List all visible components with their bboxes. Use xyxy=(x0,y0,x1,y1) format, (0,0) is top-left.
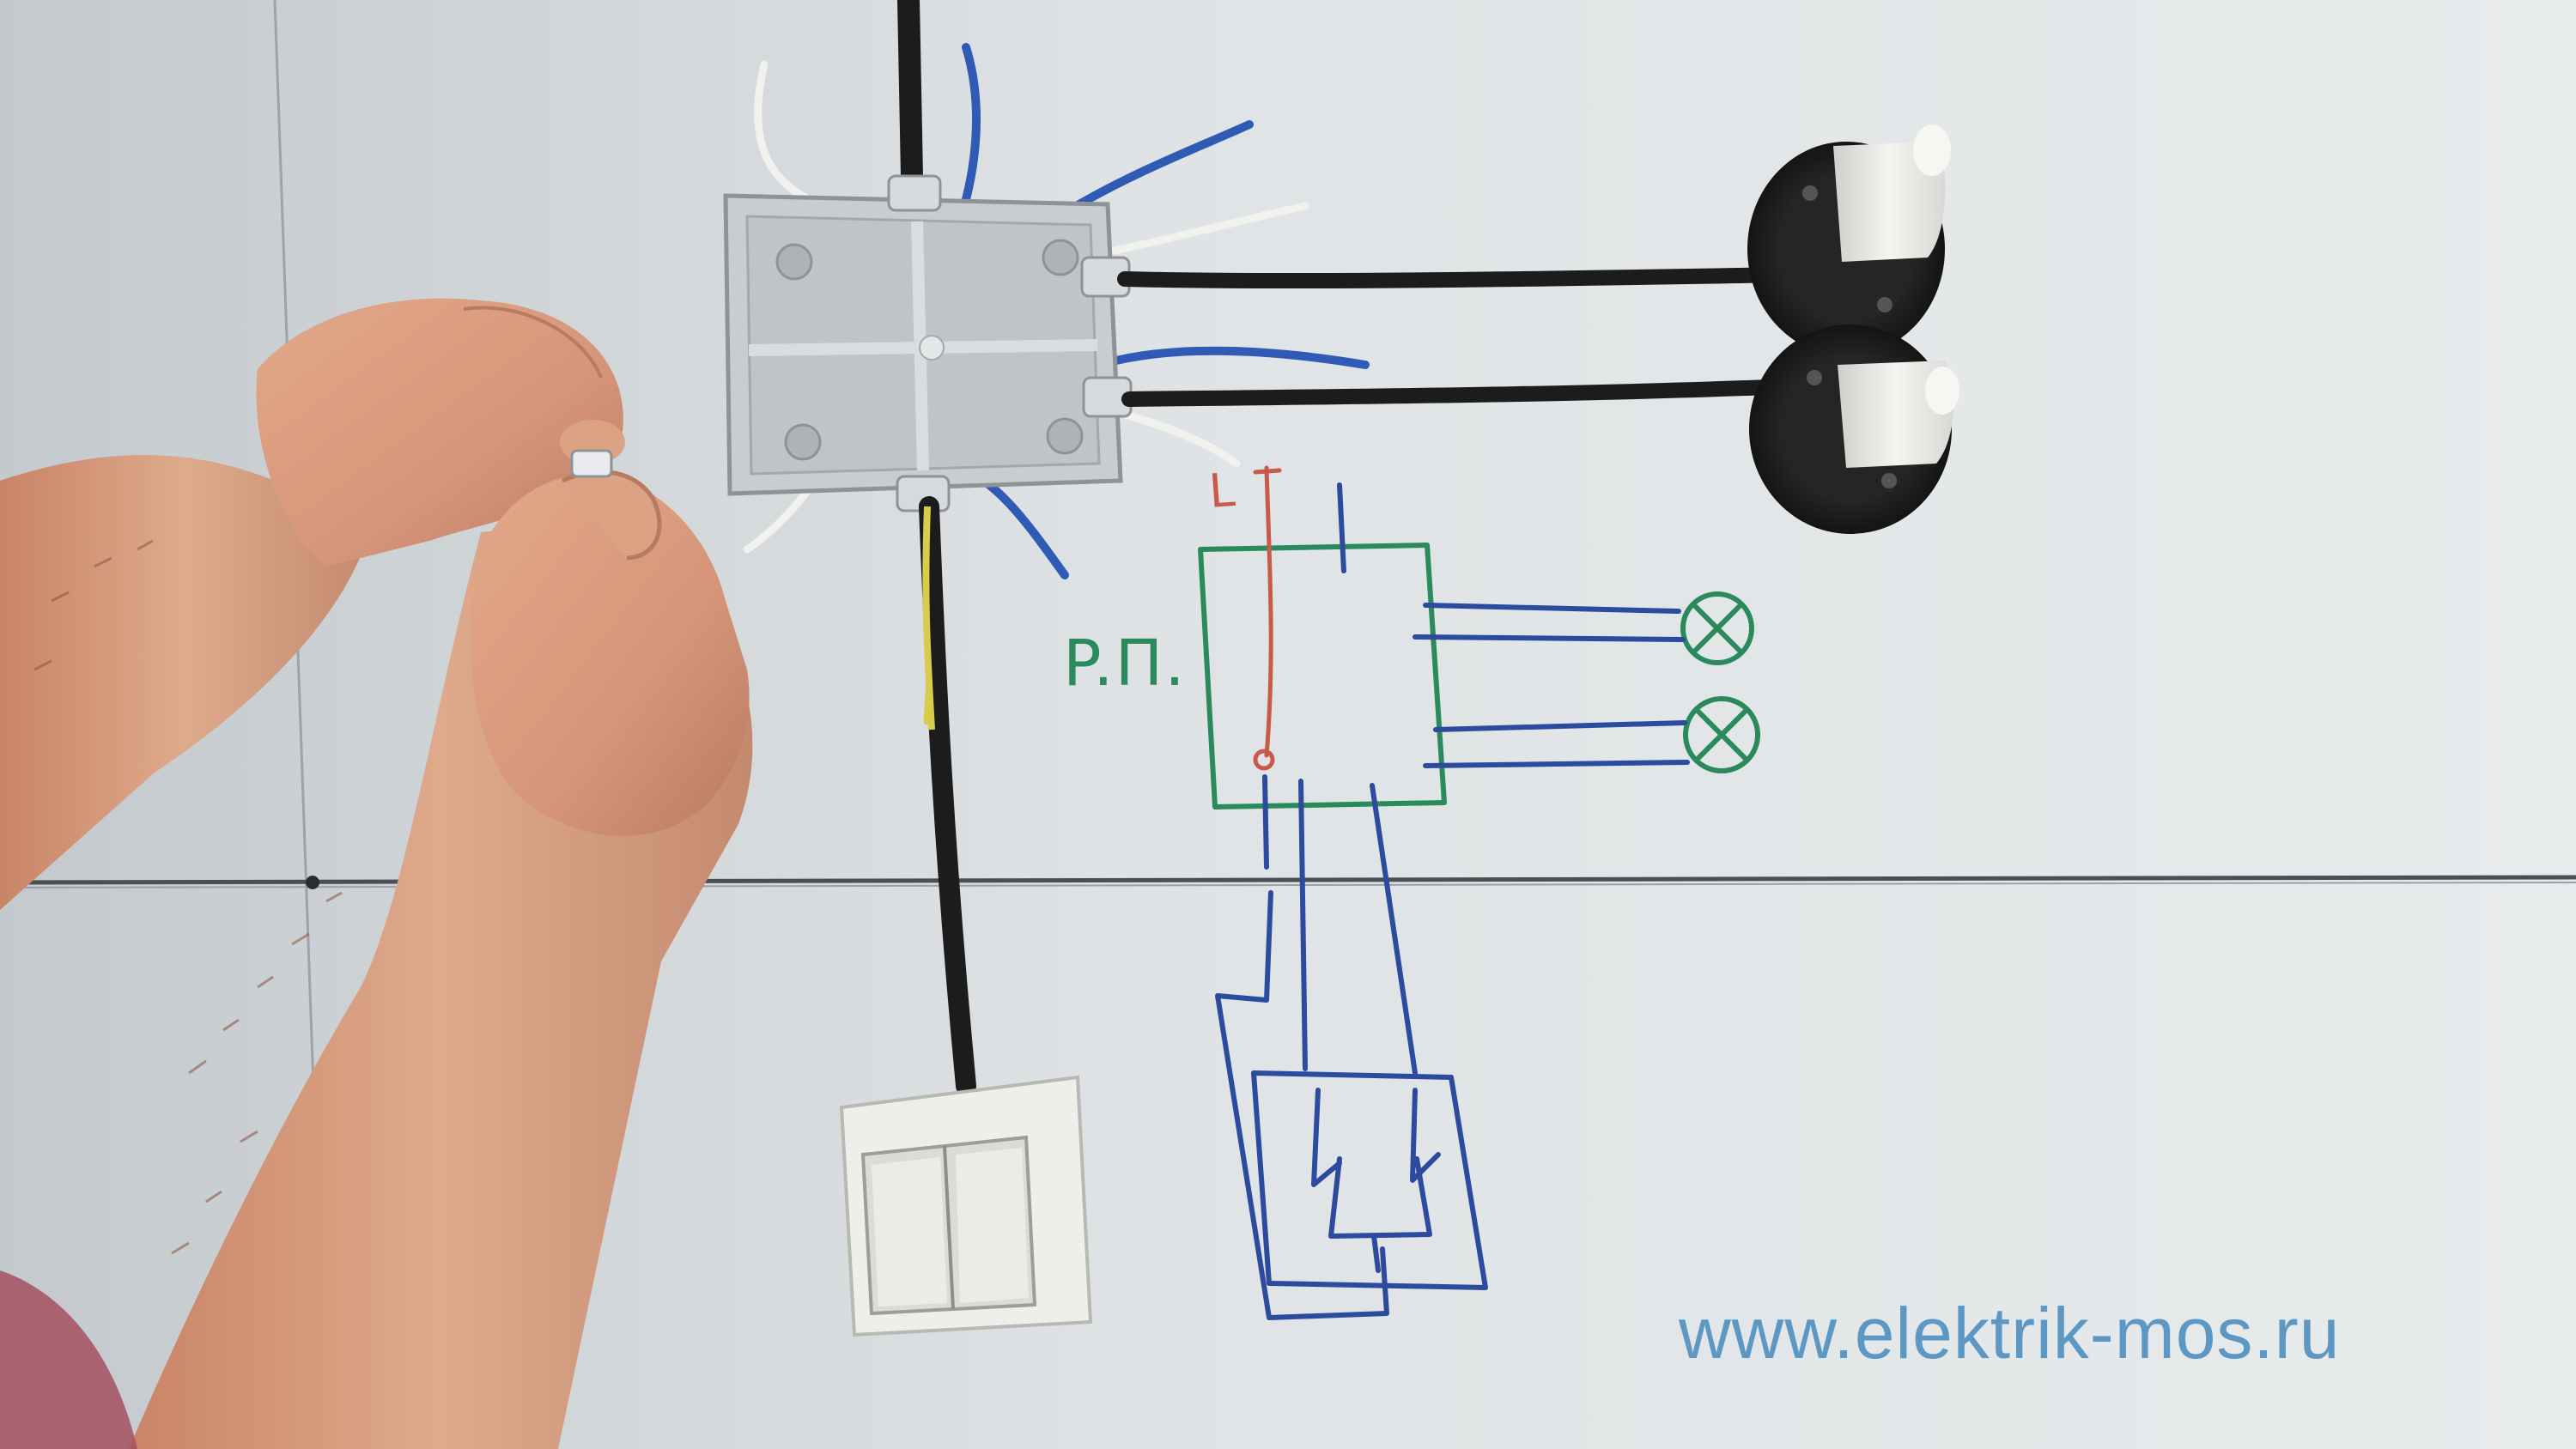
lamp-cables xyxy=(1117,267,1798,407)
diagram-red-phase xyxy=(1253,465,1282,771)
supply-cable xyxy=(897,0,923,187)
panel-label: P.П. xyxy=(1063,627,1187,700)
lamp-holder-top xyxy=(1747,124,1951,356)
diagram-panel-box xyxy=(1198,543,1760,809)
phase-label: L xyxy=(1206,463,1237,518)
double-light-switch xyxy=(839,1075,1093,1337)
watermark-url: www.elektrik-mos.ru xyxy=(1679,1293,2341,1373)
junction-box xyxy=(723,174,1133,512)
lamp-holder-bottom xyxy=(1749,324,1959,534)
technician-hands xyxy=(0,298,753,1449)
switch-cable xyxy=(919,496,976,1096)
diagram-blue-wiring xyxy=(1215,482,1690,1320)
